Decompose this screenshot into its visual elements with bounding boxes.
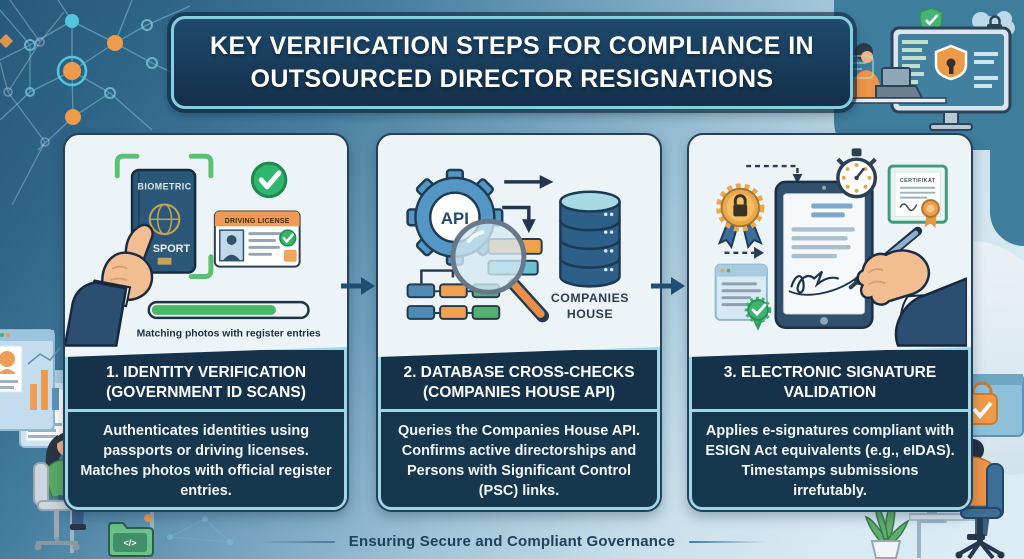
page-title: KEY VERIFICATION STEPS FOR COMPLIANCE IN… xyxy=(171,16,853,109)
step-2-title: 2. DATABASE CROSS-CHECKS (COMPANIES HOUS… xyxy=(381,350,657,413)
dashboard-window-decoration xyxy=(0,326,62,438)
security-workstation-illustration xyxy=(834,0,1024,150)
database-cross-checks-illustration: API xyxy=(378,135,660,347)
gear-api-label: API xyxy=(441,209,469,228)
identity-verification-illustration: BIOMETRIC SPORT DRIVING LICENSE xyxy=(65,135,347,347)
magnifier-icon xyxy=(450,218,550,323)
step-1-title: 1. IDENTITY VERIFICATION (GOVERNMENT ID … xyxy=(68,350,344,413)
database-label-line2: HOUSE xyxy=(567,307,613,321)
step-3-title: 3. ELECTRONIC SIGNATURE VALIDATION xyxy=(692,350,968,413)
left-mesh-decoration xyxy=(0,0,70,230)
database-label-line1: COMPANIES xyxy=(551,291,629,305)
typing-person-figure xyxy=(841,43,947,104)
flow-arrow-icons xyxy=(502,174,554,234)
driving-license-icon: DRIVING LICENSE xyxy=(213,210,301,268)
step-card-electronic-signature: CERTIFIKAT xyxy=(687,133,973,512)
certificate-icon: CERTIFIKAT xyxy=(887,164,948,229)
step-2-text-block: 2. DATABASE CROSS-CHECKS (COMPANIES HOUS… xyxy=(378,347,660,510)
tablet-signature-icon xyxy=(774,180,874,329)
cloud-lock-icon xyxy=(972,11,1015,40)
flowchart-icon xyxy=(406,269,501,320)
passport-partial-label: SPORT xyxy=(153,243,191,255)
step-1-text-block: 1. IDENTITY VERIFICATION (GOVERNMENT ID … xyxy=(65,347,347,510)
step-arrow-icon xyxy=(649,273,685,299)
step-1-description: Authenticates identities using passports… xyxy=(68,412,344,507)
progress-bar xyxy=(147,300,310,320)
shield-check-icon xyxy=(919,7,943,33)
holding-hand-icon xyxy=(65,223,154,347)
page-title-line1: KEY VERIFICATION STEPS FOR COMPLIANCE IN xyxy=(209,32,814,60)
page-title-line2: OUTSOURCED DIRECTOR RESIGNATIONS xyxy=(250,64,774,93)
certificate-label: CERTIFIKAT xyxy=(900,178,936,184)
step-3-text-block: 3. ELECTRONIC SIGNATURE VALIDATION Appli… xyxy=(689,347,971,510)
license-header-label: DRIVING LICENSE xyxy=(225,218,290,225)
step-card-database-cross-checks: API xyxy=(376,133,662,512)
step-arrow-icon xyxy=(339,273,375,299)
step-3-description: Applies e-signatures compliant with ESIG… xyxy=(692,412,968,507)
footer-tagline-row: Ensuring Secure and Compliant Governance xyxy=(0,533,1024,550)
award-lock-badge-icon xyxy=(716,183,765,250)
signing-hand-icon xyxy=(848,226,967,347)
stopwatch-icon xyxy=(836,148,878,199)
check-circle-icon xyxy=(250,161,288,199)
footer-divider-right xyxy=(689,540,766,543)
passport-label: BIOMETRIC xyxy=(137,182,191,192)
electronic-signature-illustration: CERTIFIKAT xyxy=(689,135,971,347)
document-check-window-icon xyxy=(714,263,772,331)
step-card-identity-verification: BIOMETRIC SPORT DRIVING LICENSE xyxy=(63,133,349,512)
progress-caption: Matching photos with register entries xyxy=(137,329,321,340)
footer-tagline: Ensuring Secure and Compliant Governance xyxy=(348,533,676,550)
monitor-shield-icon xyxy=(890,26,1012,131)
step-2-description: Queries the Companies House API. Confirm… xyxy=(381,412,657,507)
footer-divider-left xyxy=(258,540,335,543)
database-icon xyxy=(559,190,621,288)
teal-edge-decoration xyxy=(990,146,1024,246)
